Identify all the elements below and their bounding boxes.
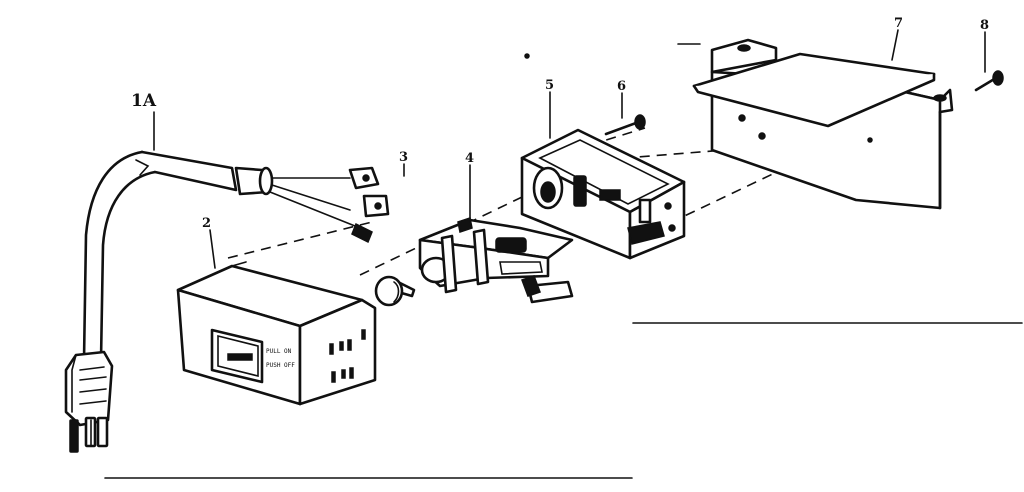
callout-1A: 1A — [131, 91, 157, 111]
scan-speck — [524, 53, 530, 59]
screw-6 — [604, 114, 646, 136]
callout-6: 6 — [617, 79, 626, 94]
assembly-line-cord — [227, 221, 373, 259]
callout-3: 3 — [399, 150, 408, 165]
callout-7: 7 — [894, 16, 903, 31]
power-cord — [64, 150, 390, 453]
housing-text-push-off: PUSH OFF — [266, 362, 295, 369]
screw-8 — [974, 70, 1004, 92]
switch-mechanism — [418, 217, 574, 304]
housing-text-pull-on: PULL ON — [266, 348, 292, 355]
switch-knob — [374, 275, 416, 307]
leader-7 — [891, 29, 899, 61]
callout-5: 5 — [545, 78, 554, 93]
callout-2: 2 — [202, 216, 211, 231]
callout-8: 8 — [980, 18, 989, 33]
leader-2 — [209, 229, 216, 269]
scan-speck — [867, 137, 873, 143]
switch-housing: PULL ON PUSH OFF — [176, 261, 377, 406]
cover-bracket — [692, 38, 954, 210]
callout-4: 4 — [465, 151, 474, 166]
switch-base — [520, 128, 686, 260]
